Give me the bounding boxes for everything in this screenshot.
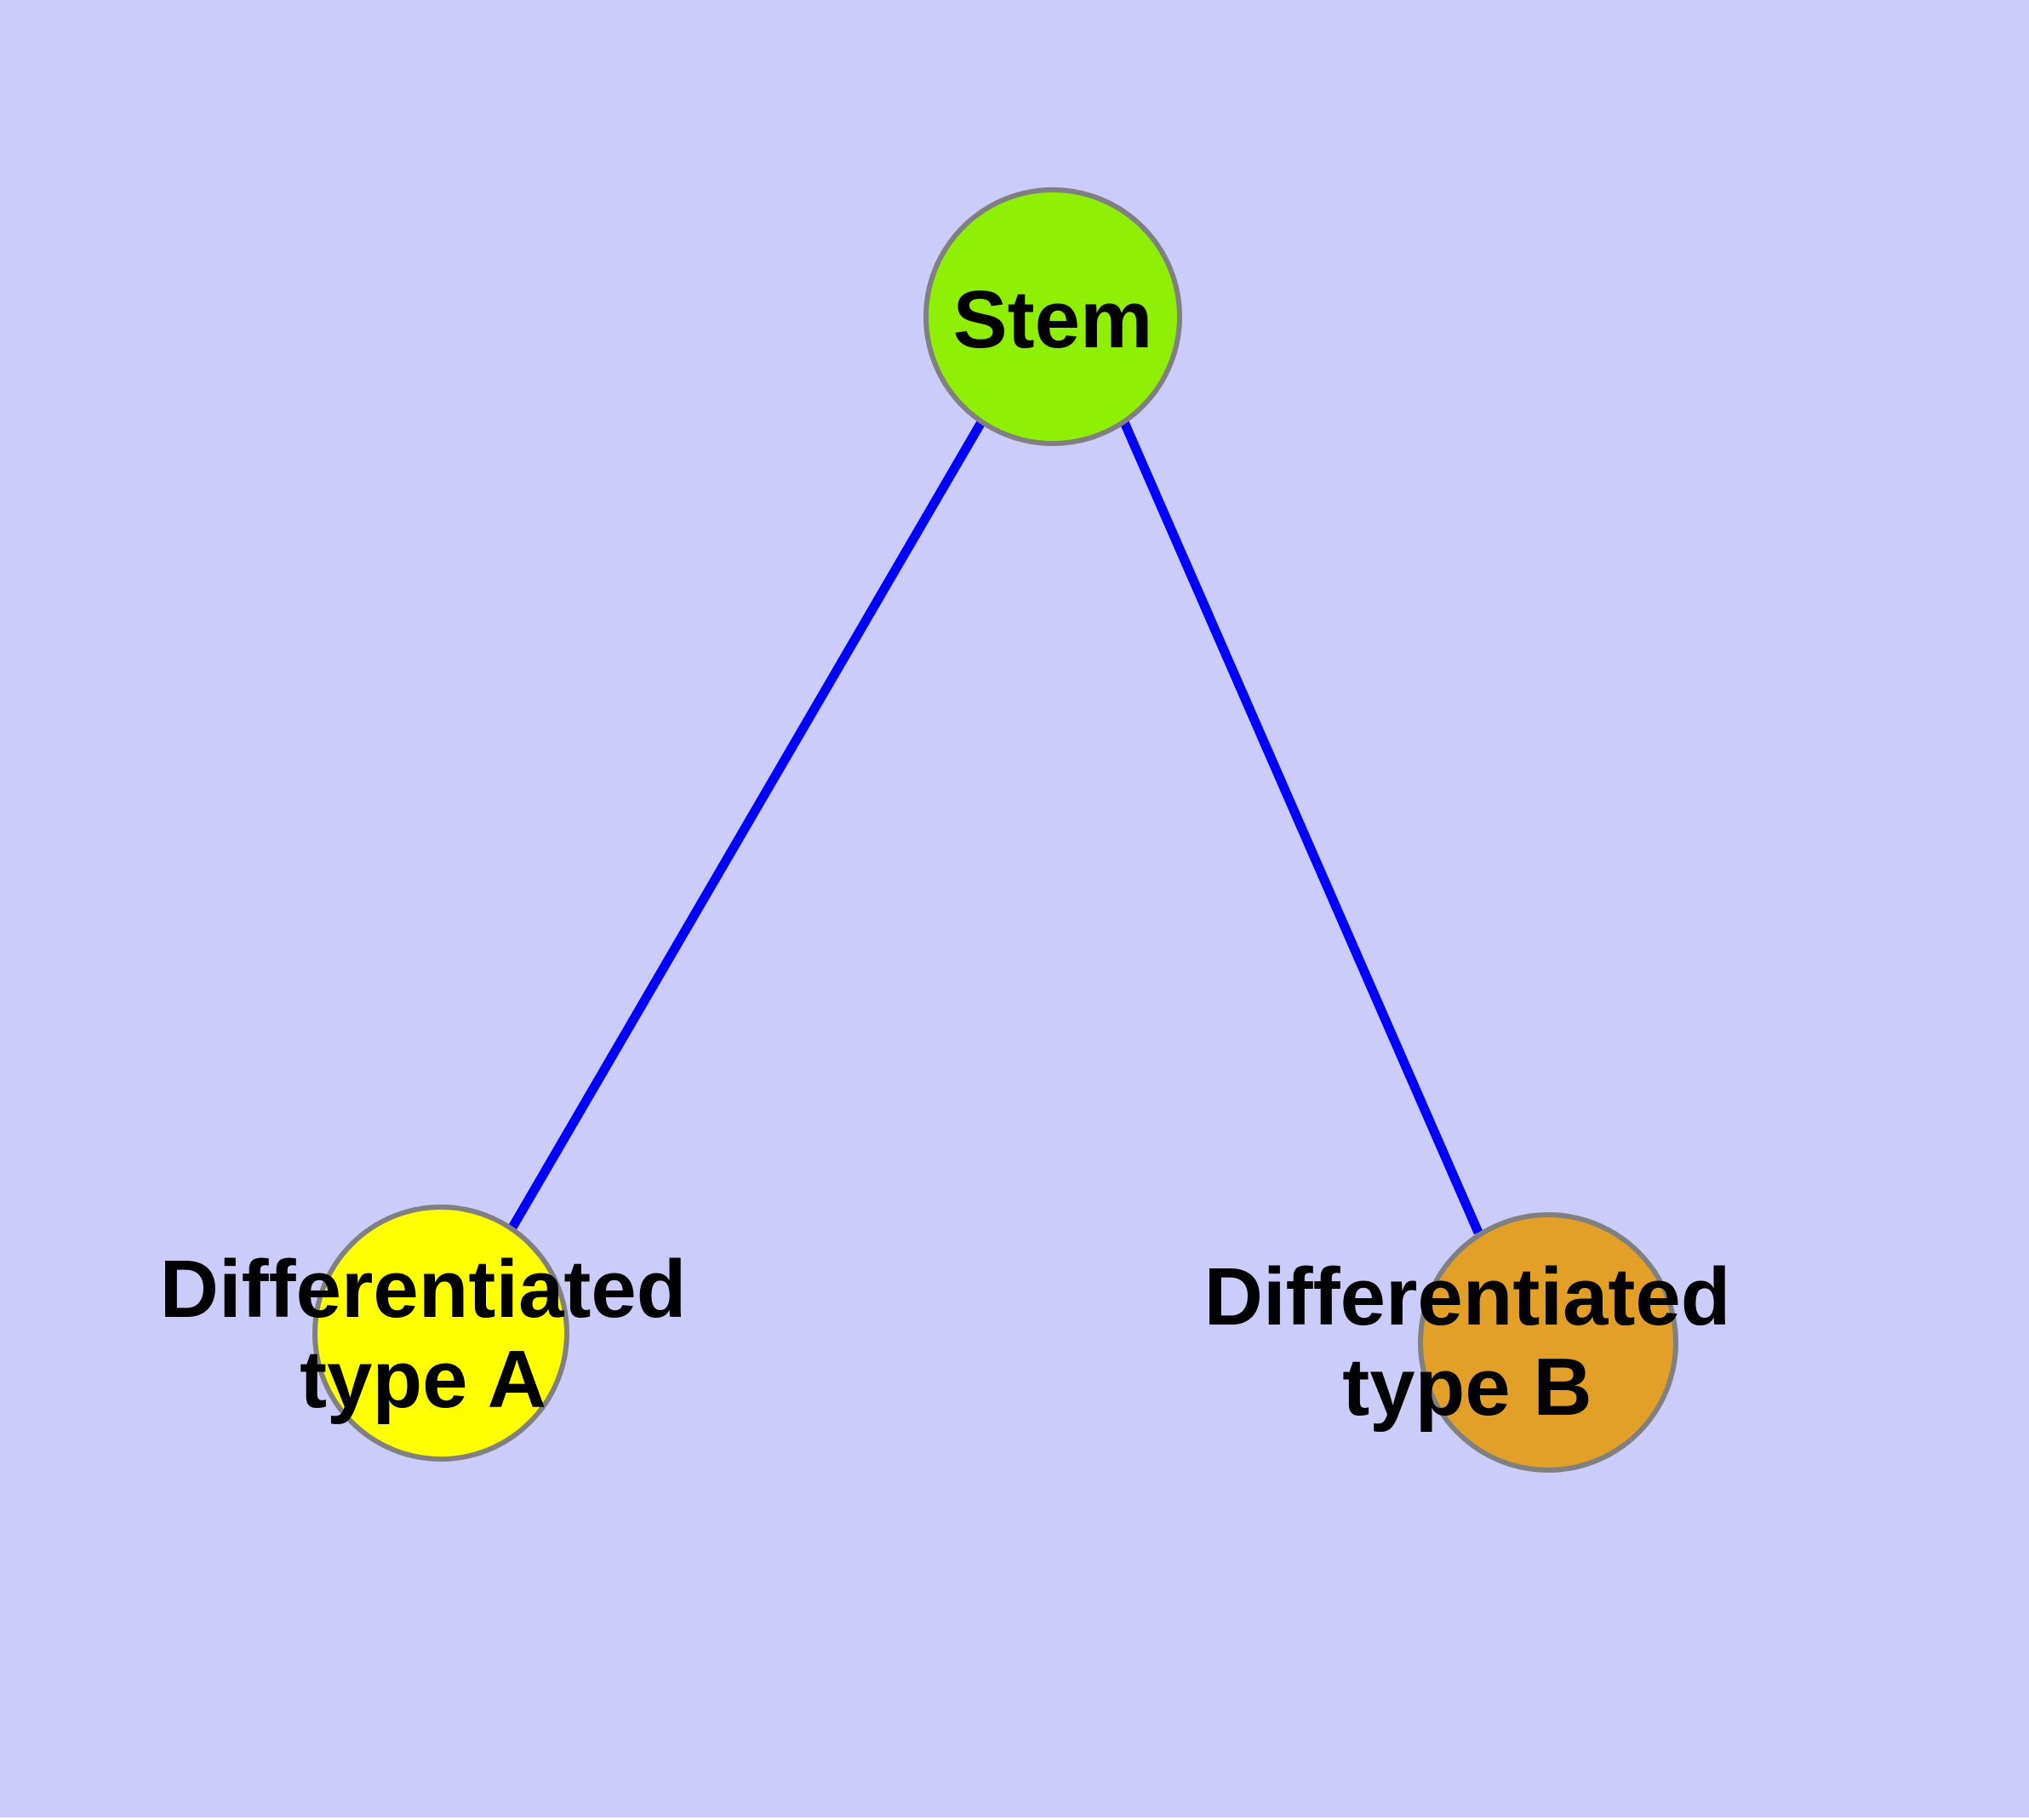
graph-node-label-line: Differentiated <box>160 1244 687 1335</box>
graph-node-label-stem: Stem <box>953 274 1153 365</box>
graph-node-label-line: type A <box>300 1334 546 1425</box>
graph-edge-stem-to-diff_b <box>1119 420 1483 1235</box>
graph-node-diff_b[interactable] <box>1418 1212 1678 1473</box>
graph-node-label-line: Stem <box>953 274 1153 365</box>
graph-node-label-line: type B <box>1342 1342 1592 1433</box>
graph-node-diff_a[interactable] <box>312 1205 569 1462</box>
edges-layer <box>508 420 1483 1235</box>
graph-node-stem[interactable] <box>923 187 1182 446</box>
nodes-layer <box>312 187 1678 1473</box>
graph-edge-stem-to-diff_a <box>508 420 986 1230</box>
graph-node-label-line: Differentiated <box>1204 1251 1731 1342</box>
